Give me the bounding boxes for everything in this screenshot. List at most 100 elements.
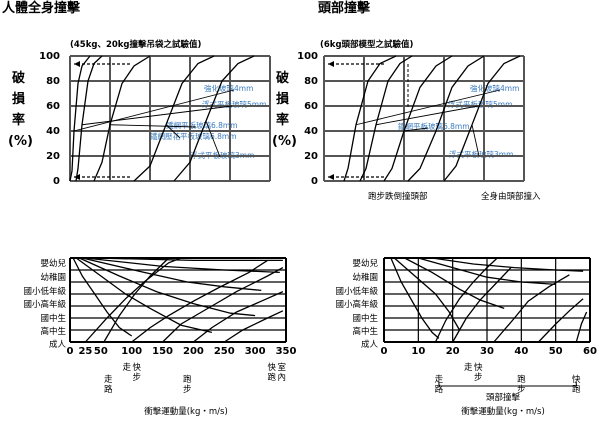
activity-label: 走 (435, 375, 444, 385)
y-tick: 40 (304, 126, 318, 137)
x-tick: 250 (214, 346, 235, 357)
annotation-full-body-head: 全身由頭部撞入 (481, 191, 541, 202)
xlabel-right: 衝擊運動量(kg・m/s) (461, 406, 545, 417)
leader-line (205, 120, 221, 158)
ylabel-char: 率 (276, 112, 289, 128)
xlabel-left: 衝擊運動量(kg・m/s) (144, 406, 228, 417)
ylabel-char: 損 (276, 91, 290, 107)
bracket-line (438, 382, 577, 387)
activity-label: 快 (267, 362, 276, 373)
ylabel-char: (%) (8, 134, 33, 149)
series-curve (432, 257, 584, 272)
annotation-run-fall: 跑步跌倒撞頭部 (368, 191, 428, 202)
leader-line (355, 89, 501, 126)
series-curve (85, 257, 280, 274)
series-label: 強化玻璃4mm (204, 83, 253, 93)
activity-label: 快 (132, 362, 141, 373)
leader-line (471, 124, 480, 157)
category-label: 成人 (361, 339, 379, 350)
category-label: 嬰幼兒 (40, 258, 66, 269)
series-curve (93, 55, 151, 182)
series-curve (407, 55, 485, 182)
y-tick: 20 (304, 151, 318, 162)
y-tick: 100 (39, 51, 60, 62)
x-tick: 50 (549, 346, 563, 357)
ylabel-char: (%) (272, 134, 297, 149)
x-tick: 0 (67, 346, 74, 357)
ylabel-char: 破 (12, 70, 25, 86)
bracket-label: 頭部撞擊 (486, 392, 521, 403)
x-tick: 300 (245, 346, 266, 357)
series-curve (94, 257, 283, 262)
series-curve (493, 274, 570, 343)
series-curve (84, 257, 182, 343)
title-head: 頭部撞擊 (318, 0, 371, 16)
activity-label: 內 (277, 373, 286, 383)
x-tick: 200 (183, 346, 204, 357)
series-label: 鐵網平板玻璃6.8mm (398, 121, 470, 131)
x-tick: 10 (411, 346, 425, 357)
activity-label: 步 (517, 385, 526, 395)
x-tick: 50 (94, 346, 108, 357)
ylabel-char: 損 (12, 91, 26, 107)
subtitle-full-body: (45kg、20kg撞擊吊袋之試驗值) (70, 39, 202, 50)
series-curve (452, 267, 512, 343)
series-curve (359, 55, 413, 182)
category-label: 國中生 (352, 313, 378, 324)
y-tick: 80 (304, 76, 318, 87)
category-label: 幼稚園 (352, 272, 378, 283)
x-tick: 100 (121, 346, 142, 357)
y-tick: 60 (304, 101, 318, 112)
series-curve (343, 55, 397, 182)
series-curve (133, 55, 215, 182)
y-tick: 20 (46, 151, 60, 162)
y-tick: 40 (46, 126, 60, 137)
x-tick: 20 (446, 346, 460, 357)
category-label: 嬰幼兒 (352, 258, 378, 269)
series-curve (75, 257, 213, 334)
series-curve (131, 259, 268, 343)
series-curve (162, 267, 284, 343)
series-curve (72, 257, 133, 337)
category-label: 國中生 (40, 313, 66, 324)
activity-label: 走 (104, 375, 113, 385)
ylabel-char: 破 (276, 70, 289, 86)
series-curve (538, 298, 584, 343)
activity-label: 走 (464, 363, 473, 373)
arrow-head (328, 61, 334, 67)
x-tick: 0 (381, 346, 388, 357)
series-label: 浮式平板玻璃5mm (202, 99, 266, 109)
series-curve (193, 291, 284, 343)
series-curve (393, 257, 461, 331)
series-curve (103, 257, 170, 343)
activity-label: 走 (122, 363, 131, 373)
arrow-head (328, 174, 334, 180)
series-curve (383, 55, 453, 182)
activity-label: 步 (132, 373, 141, 383)
activity-label: 快 (474, 362, 483, 373)
series-label: 浮式平板玻璃3mm (449, 149, 513, 159)
x-tick: 40 (514, 346, 528, 357)
series-label: 鐵網壓花平板玻璃6.8mm (150, 131, 237, 141)
activity-label: 步 (183, 385, 192, 395)
category-label: 高中生 (352, 326, 378, 337)
activity-label: 跑 (572, 384, 581, 395)
activity-label: 跑 (267, 372, 276, 383)
x-tick: 25 (78, 346, 92, 357)
category-label: 國小低年級 (23, 286, 66, 297)
series-curve (575, 311, 588, 343)
y-tick: 60 (46, 101, 60, 112)
series-curve (82, 257, 262, 292)
series-curve (390, 257, 440, 339)
y-tick: 0 (53, 176, 60, 187)
y-tick: 100 (297, 51, 318, 62)
series-curve (434, 257, 498, 343)
x-tick: 350 (276, 346, 297, 357)
series-label: 強化玻璃4mm (470, 83, 519, 93)
category-label: 國小高年級 (23, 299, 66, 310)
category-label: 高中生 (40, 326, 66, 337)
category-label: 幼稚園 (40, 272, 66, 283)
y-tick: 80 (46, 76, 60, 87)
leader-line (109, 124, 197, 128)
